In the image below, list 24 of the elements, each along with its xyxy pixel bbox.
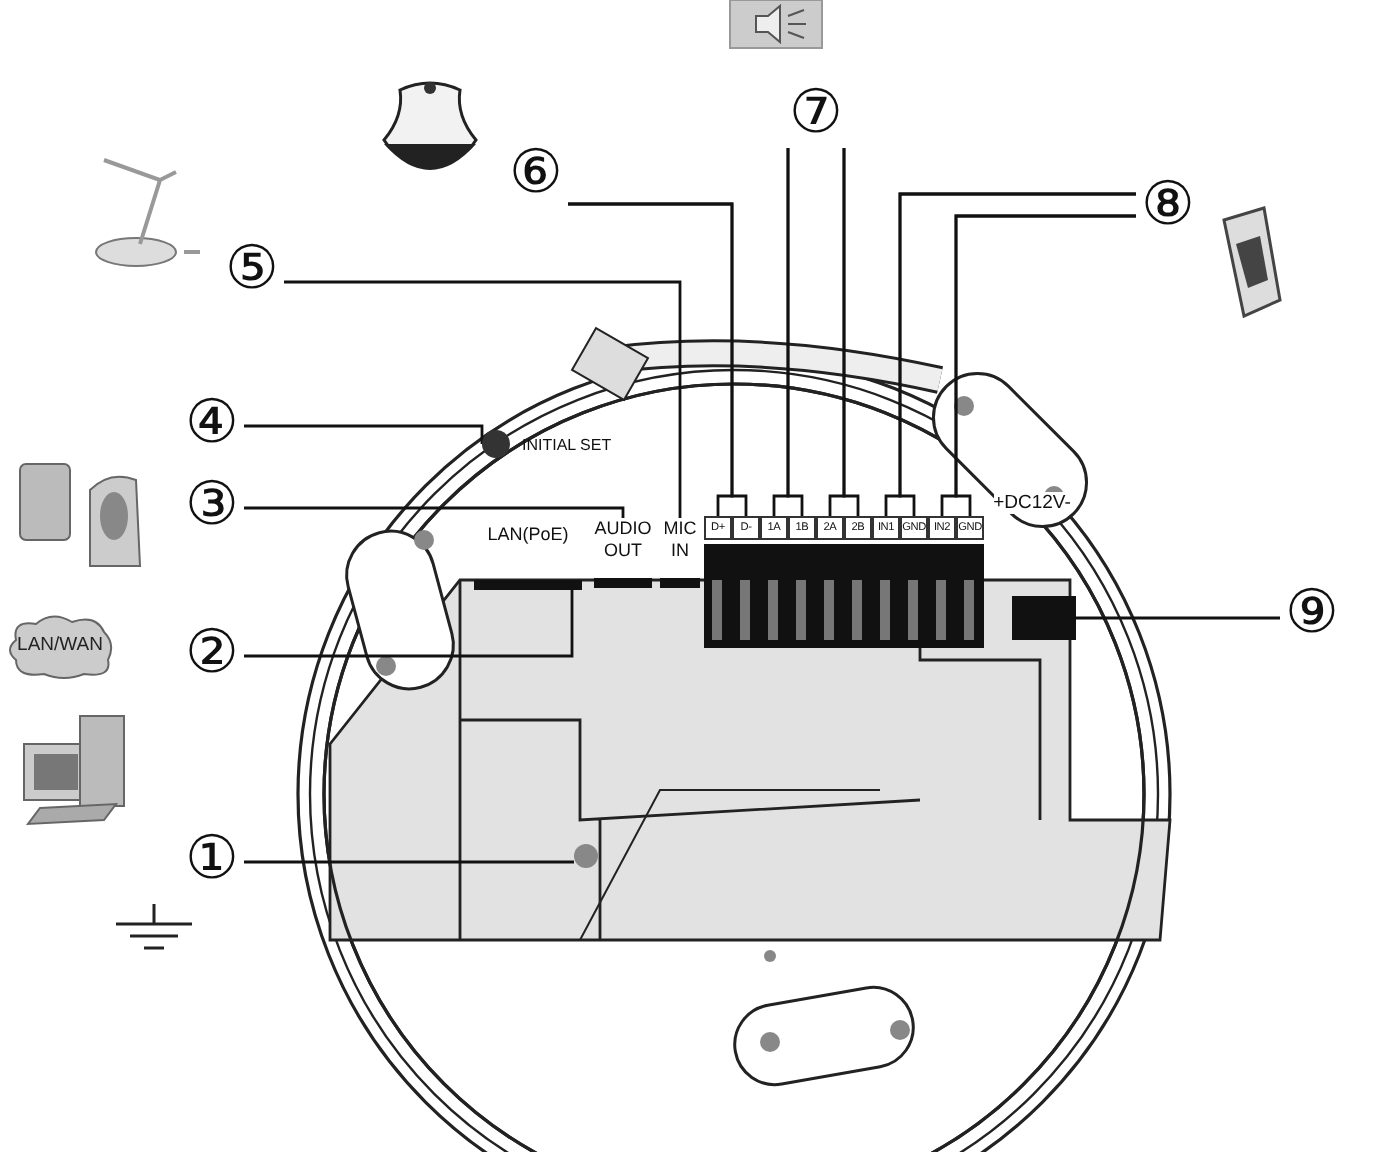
callout-number: ⑥ [504,144,568,208]
leader-line [244,588,574,658]
callout-number: ⑨ [1280,584,1344,648]
callout-number: ① [180,830,244,894]
leader-line [244,860,574,864]
leader-line [284,280,682,518]
network-label: LAN/WAN [15,634,105,656]
callout-number: ⑧ [1136,176,1200,240]
button-label: INITIAL SET [522,436,612,454]
network-cloud [4,612,116,680]
port-connector: AUDIO OUT [592,518,654,588]
leader-line [244,424,484,444]
leader-line [244,506,625,518]
port-connector: LAN(PoE) [472,524,584,590]
callout-number: ② [180,624,244,688]
callout-number: ⑦ [784,84,848,148]
port-connector: MIC IN [658,518,702,588]
callout-number: ④ [180,394,244,458]
leader-line [786,148,804,516]
leader-line [842,148,860,516]
callout-number: ③ [180,476,244,540]
callout-number: ⑤ [220,240,284,304]
leader-line [1076,616,1280,620]
power-jack: +DC12V- [988,492,1076,640]
